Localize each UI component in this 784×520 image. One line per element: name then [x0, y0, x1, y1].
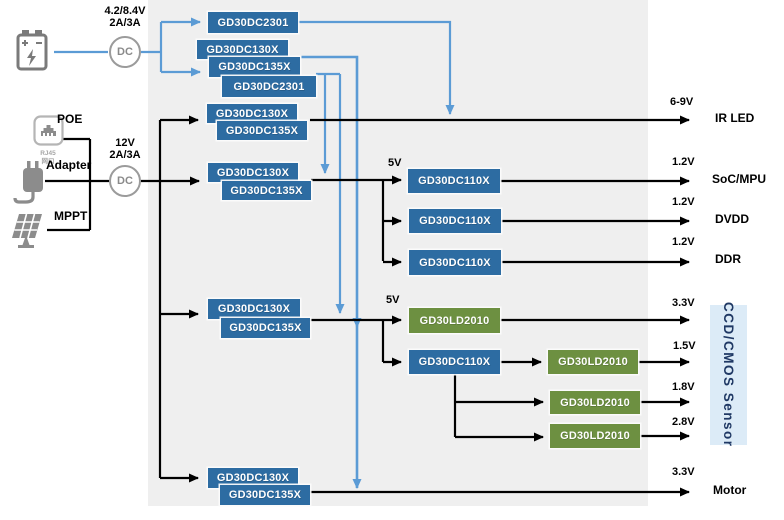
chip-gd30dc110x-soc: GD30DC110X — [408, 169, 500, 193]
load-label-ddr: DDR — [715, 252, 741, 266]
irled-voltage-label: 6-9V — [670, 96, 694, 108]
soc-voltage-label: 1.2V — [672, 156, 695, 168]
soc-rail-voltage-label: 5V — [388, 157, 402, 169]
load-label-motor: Motor — [713, 483, 747, 497]
chip-gd30dc110x-ddr: GD30DC110X — [409, 250, 501, 275]
source-label-adapter: Adapter — [46, 158, 92, 172]
load-label-dvdd: DVDD — [715, 212, 750, 226]
chip-gd30dc2301-battery-2: GD30DC2301 — [222, 76, 316, 97]
sensor-1v8-voltage-label: 1.8V — [672, 381, 695, 393]
chip-gd30dc135x-row3: GD30DC135X — [221, 318, 310, 338]
battery-dc-converter: DC — [109, 36, 141, 68]
dc-voltage-label: 12V — [115, 137, 135, 149]
chip-gd30dc135x-row2: GD30DC135X — [222, 181, 311, 200]
dvdd-voltage-label: 1.2V — [672, 196, 695, 208]
chip-gd30dc130x-battery: GD30DC130X — [197, 40, 288, 59]
sensor-1v5-voltage-label: 1.5V — [673, 340, 696, 352]
chip-gd30dc135x-row1: GD30DC135X — [217, 121, 307, 140]
sensor-3v3-voltage-label: 3.3V — [672, 297, 695, 309]
load-label-soc-mpu: SoC/MPU — [712, 172, 766, 186]
chip-gd30ld2010-1v5: GD30LD2010 — [548, 350, 638, 374]
stack135x-to-motor-wire — [301, 55, 362, 489]
boost-to-irled-wire — [298, 20, 455, 115]
chip-gd30ld2010-3v3: GD30LD2010 — [409, 308, 500, 333]
dc-fork-wire — [141, 22, 163, 72]
chip-gd30ld2010-2v8: GD30LD2010 — [550, 424, 640, 448]
chip-gd30dc110x-dvdd: GD30DC110X — [409, 209, 501, 233]
dc-label: DC — [117, 175, 133, 187]
chip-gd30dc110x-sensor: GD30DC110X — [409, 350, 500, 374]
rj45-caption: RJ45 网口 — [31, 150, 65, 166]
sensor-2v8-voltage-label: 2.8V — [672, 416, 695, 428]
power-adapter-icon — [13, 161, 43, 204]
chip-gd30dc130x-row2: GD30DC130X — [208, 163, 298, 182]
chip-gd30dc130x-row4: GD30DC130X — [208, 468, 298, 488]
battery-current-label: 2A/3A — [109, 17, 141, 30]
dc-rating-label: 12V 2A/3A — [95, 137, 155, 161]
dc-current-label: 2A/3A — [109, 149, 141, 162]
chip-gd30dc135x-battery: GD30DC135X — [209, 57, 300, 77]
rj45-caption-line2: 网口 — [41, 157, 55, 165]
chip-gd30dc130x-row3: GD30DC130X — [208, 299, 300, 319]
ddr-voltage-label: 1.2V — [672, 236, 695, 248]
battery-rating-label: 4.2/8.4V 2A/3A — [95, 5, 155, 29]
battery-voltage-label: 4.2/8.4V — [104, 5, 146, 17]
battery-rail-wires — [54, 17, 455, 489]
source-label-poe: POE — [57, 112, 83, 126]
rj45-caption-line1: RJ45 — [40, 150, 56, 157]
source-label-mppt: MPPT — [54, 209, 88, 223]
rj45-ethernet-icon — [33, 115, 64, 146]
ccd-cmos-sensor-label: CCD/CMOS Sensor — [721, 302, 736, 448]
chip-gd30dc2301-battery-top: GD30DC2301 — [208, 12, 298, 33]
load-label-ir-led: IR LED — [715, 111, 755, 125]
battery-icon — [16, 30, 48, 71]
main-power-wires — [45, 115, 690, 497]
dc-label: DC — [117, 46, 133, 58]
sensor-rail-voltage-label: 5V — [386, 294, 400, 306]
chip-gd30ld2010-1v8: GD30LD2010 — [550, 391, 640, 414]
chip-gd30dc135x-row4: GD30DC135X — [220, 485, 310, 505]
solar-panel-icon — [12, 213, 42, 248]
ccd-cmos-sensor-block: CCD/CMOS Sensor — [710, 302, 747, 448]
main-dc-converter: DC — [109, 165, 141, 197]
motor-voltage-label: 3.3V — [672, 466, 695, 478]
chip-gd30dc130x-row1: GD30DC130X — [207, 104, 297, 123]
